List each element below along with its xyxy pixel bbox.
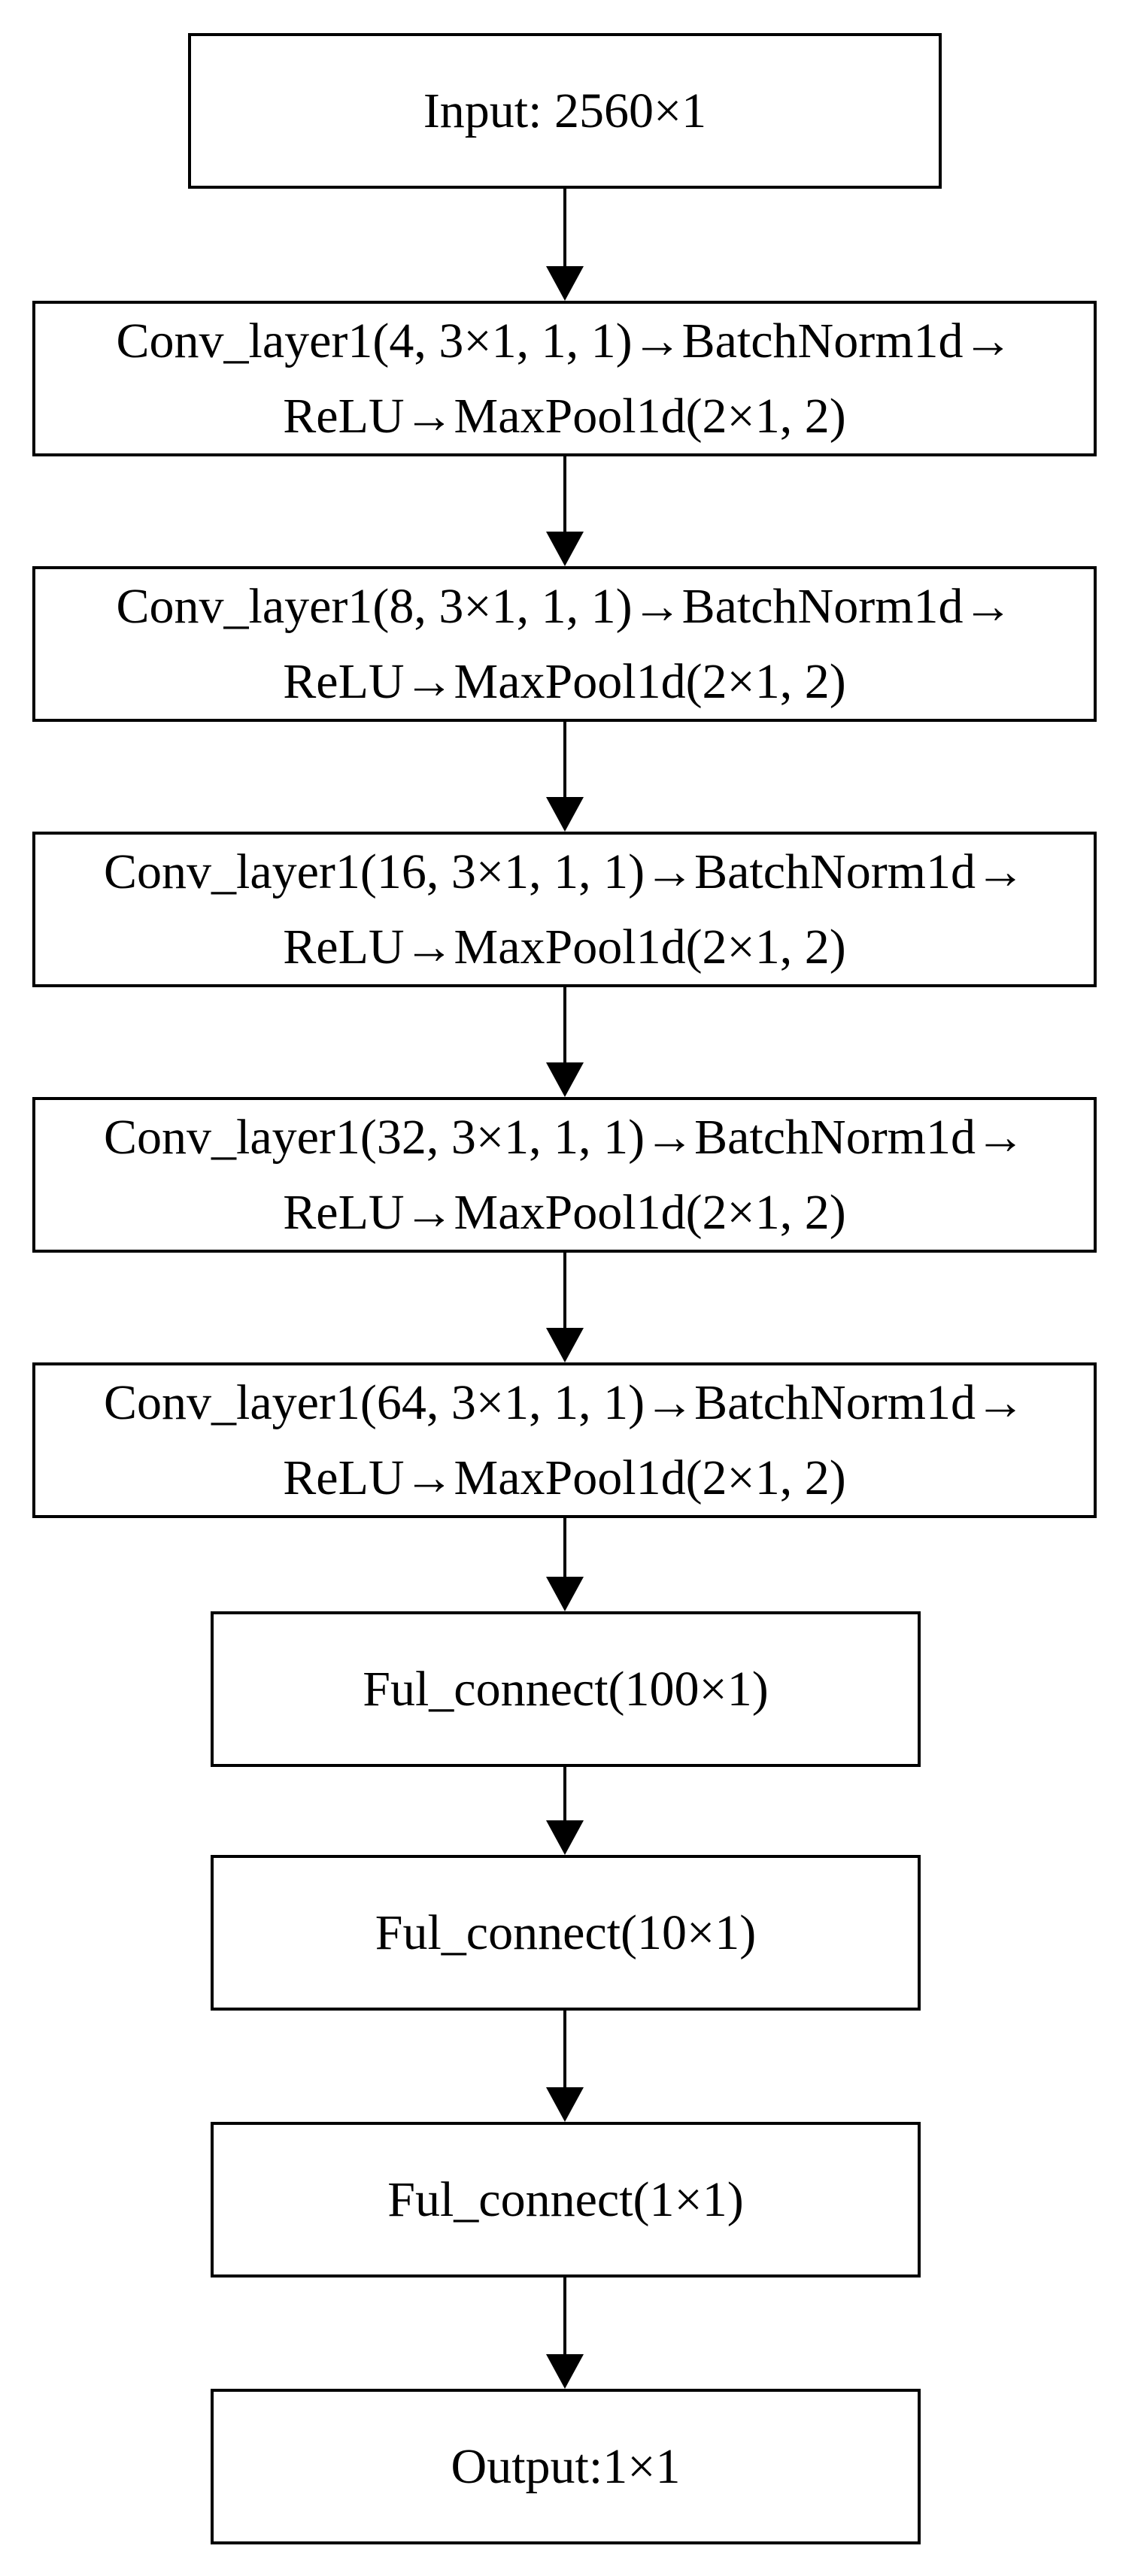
arrowhead-icon bbox=[546, 1328, 584, 1362]
node-fc-2: Ful_connect(10×1) bbox=[211, 1855, 921, 2011]
arrow-down-icon bbox=[546, 189, 584, 301]
node-conv-block-3-line1: Conv_layer1(16, 3×1, 1, 1)→BatchNorm1d→ bbox=[103, 844, 1026, 899]
arrow-shaft bbox=[563, 2011, 566, 2092]
arrow-shaft bbox=[563, 987, 566, 1067]
node-input: Input: 2560×1 bbox=[188, 33, 942, 189]
node-conv-block-1-line2: ReLU→MaxPool1d(2×1, 2) bbox=[283, 388, 846, 444]
node-conv-block-4: Conv_layer1(32, 3×1, 1, 1)→BatchNorm1d→ … bbox=[32, 1097, 1097, 1253]
arrow-down-icon bbox=[546, 1518, 584, 1611]
arrow-shaft bbox=[563, 189, 566, 271]
node-output-label: Output:1×1 bbox=[451, 2438, 681, 2494]
arrow-down-icon bbox=[546, 2011, 584, 2122]
arrowhead-icon bbox=[546, 1577, 584, 1611]
arrow-down-icon bbox=[546, 722, 584, 832]
node-fc-3-label: Ful_connect(1×1) bbox=[387, 2171, 744, 2227]
node-conv-block-4-line1: Conv_layer1(32, 3×1, 1, 1)→BatchNorm1d→ bbox=[103, 1109, 1026, 1165]
arrow-down-icon bbox=[546, 1253, 584, 1362]
node-conv-block-5-line1: Conv_layer1(64, 3×1, 1, 1)→BatchNorm1d→ bbox=[103, 1374, 1026, 1430]
node-fc-1-label: Ful_connect(100×1) bbox=[363, 1661, 769, 1717]
arrowhead-icon bbox=[546, 1062, 584, 1097]
arrowhead-icon bbox=[546, 1820, 584, 1855]
arrowhead-icon bbox=[546, 2087, 584, 2122]
node-conv-block-2: Conv_layer1(8, 3×1, 1, 1)→BatchNorm1d→ R… bbox=[32, 566, 1097, 722]
node-conv-block-5: Conv_layer1(64, 3×1, 1, 1)→BatchNorm1d→ … bbox=[32, 1362, 1097, 1518]
arrowhead-icon bbox=[546, 532, 584, 566]
node-conv-block-1-line1: Conv_layer1(4, 3×1, 1, 1)→BatchNorm1d→ bbox=[116, 313, 1013, 368]
arrow-shaft bbox=[563, 456, 566, 536]
node-fc-2-label: Ful_connect(10×1) bbox=[375, 1905, 757, 1960]
arrow-down-icon bbox=[546, 987, 584, 1097]
arrow-shaft bbox=[563, 722, 566, 802]
arrow-shaft bbox=[563, 2277, 566, 2359]
node-conv-block-2-line2: ReLU→MaxPool1d(2×1, 2) bbox=[283, 653, 846, 709]
arrow-down-icon bbox=[546, 1767, 584, 1855]
node-output: Output:1×1 bbox=[211, 2389, 921, 2544]
node-conv-block-3: Conv_layer1(16, 3×1, 1, 1)→BatchNorm1d→ … bbox=[32, 832, 1097, 987]
arrow-down-icon bbox=[546, 2277, 584, 2389]
node-conv-block-3-line2: ReLU→MaxPool1d(2×1, 2) bbox=[283, 919, 846, 974]
arrow-shaft bbox=[563, 1253, 566, 1332]
node-conv-block-5-line2: ReLU→MaxPool1d(2×1, 2) bbox=[283, 1450, 846, 1505]
node-conv-block-2-line1: Conv_layer1(8, 3×1, 1, 1)→BatchNorm1d→ bbox=[116, 578, 1013, 634]
node-fc-1: Ful_connect(100×1) bbox=[211, 1611, 921, 1767]
arrow-shaft bbox=[563, 1518, 566, 1581]
node-conv-block-1: Conv_layer1(4, 3×1, 1, 1)→BatchNorm1d→ R… bbox=[32, 301, 1097, 456]
node-conv-block-4-line2: ReLU→MaxPool1d(2×1, 2) bbox=[283, 1184, 846, 1240]
node-input-label: Input: 2560×1 bbox=[423, 83, 707, 138]
node-fc-3: Ful_connect(1×1) bbox=[211, 2122, 921, 2277]
arrow-shaft bbox=[563, 1767, 566, 1825]
arrowhead-icon bbox=[546, 2354, 584, 2389]
arrowhead-icon bbox=[546, 266, 584, 301]
arrow-down-icon bbox=[546, 456, 584, 566]
arrowhead-icon bbox=[546, 797, 584, 832]
